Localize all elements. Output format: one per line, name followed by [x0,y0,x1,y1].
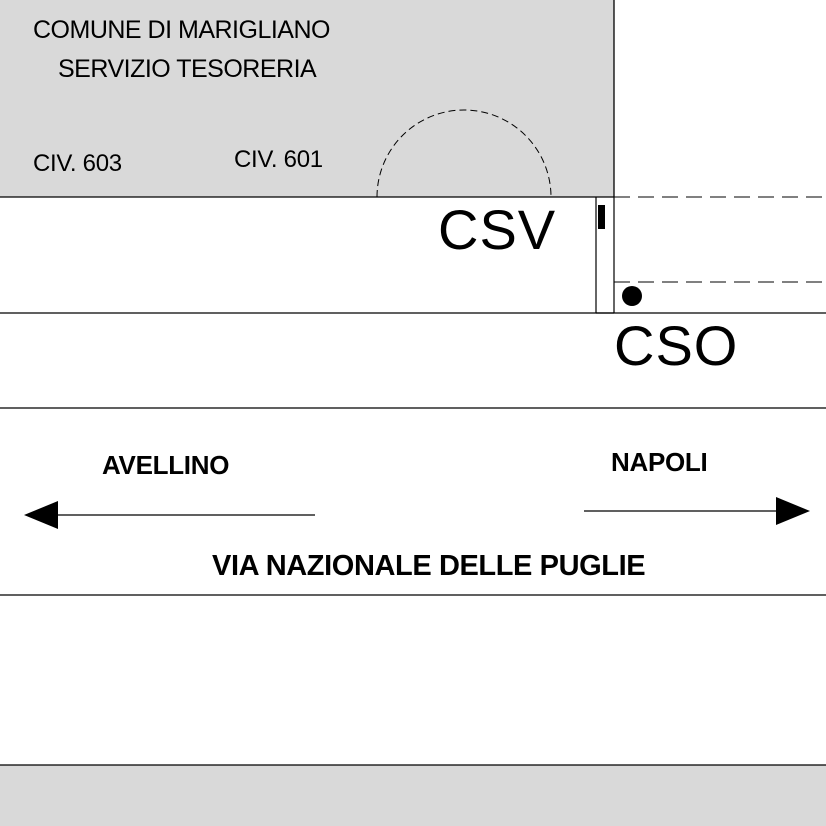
civic-number-601: CIV. 601 [234,146,323,173]
direction-label-avellino: AVELLINO [102,450,230,480]
cso-label: CSO [614,314,739,377]
building-title-line1: COMUNE DI MARIGLIANO [33,16,330,44]
direction-label-napoli: NAPOLI [611,447,708,477]
civic-number-603: CIV. 603 [33,150,122,177]
building-block [0,0,614,197]
road-name-label: VIA NAZIONALE DELLE PUGLIE [212,550,646,582]
cso-marker [622,286,642,306]
building-title-line2: SERVIZIO TESORERIA [58,55,317,83]
bottom-block [0,765,826,826]
arrow-right-head [776,497,810,525]
csv-marker [598,205,605,229]
arrow-left-head [24,501,58,529]
door-arc [376,109,552,198]
csv-label: CSV [438,198,557,261]
